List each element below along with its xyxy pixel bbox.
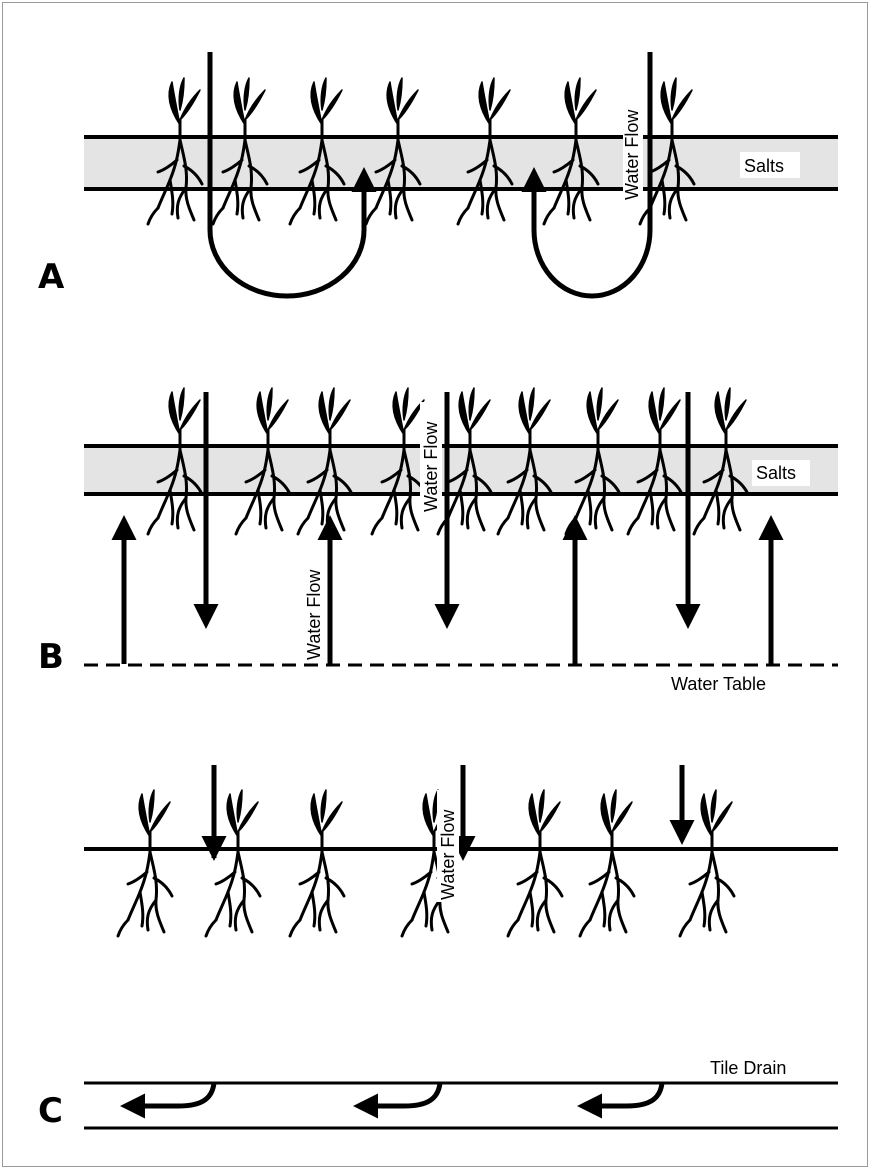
water-flow-label-c: Water Flow (438, 809, 458, 900)
drain-flow-arrow-1 (125, 1083, 214, 1106)
panel-a: Water Flow Salts A (38, 52, 838, 297)
water-flow-label-a: Water Flow (622, 109, 642, 200)
drain-flow-arrow-3 (582, 1083, 662, 1106)
water-flow-label-b-lower: Water Flow (304, 569, 324, 660)
salts-label-b: Salts (756, 463, 796, 483)
panel-label-a: A (38, 257, 65, 297)
water-table-label: Water Table (671, 674, 766, 694)
salt-layer-a (84, 137, 838, 189)
plants-c (118, 790, 734, 936)
drain-flow-arrow-2 (358, 1083, 440, 1106)
tile-drain-label: Tile Drain (710, 1058, 786, 1078)
panel-b: Water Flow Water Flow Salts Water Table … (38, 388, 838, 694)
salts-label-a: Salts (744, 156, 784, 176)
panel-label-b: B (38, 637, 64, 677)
panel-label-c: C (38, 1091, 63, 1131)
water-flow-label-b-upper: Water Flow (421, 421, 441, 512)
panel-c: Water Flow Tile Drain C (38, 765, 838, 1131)
